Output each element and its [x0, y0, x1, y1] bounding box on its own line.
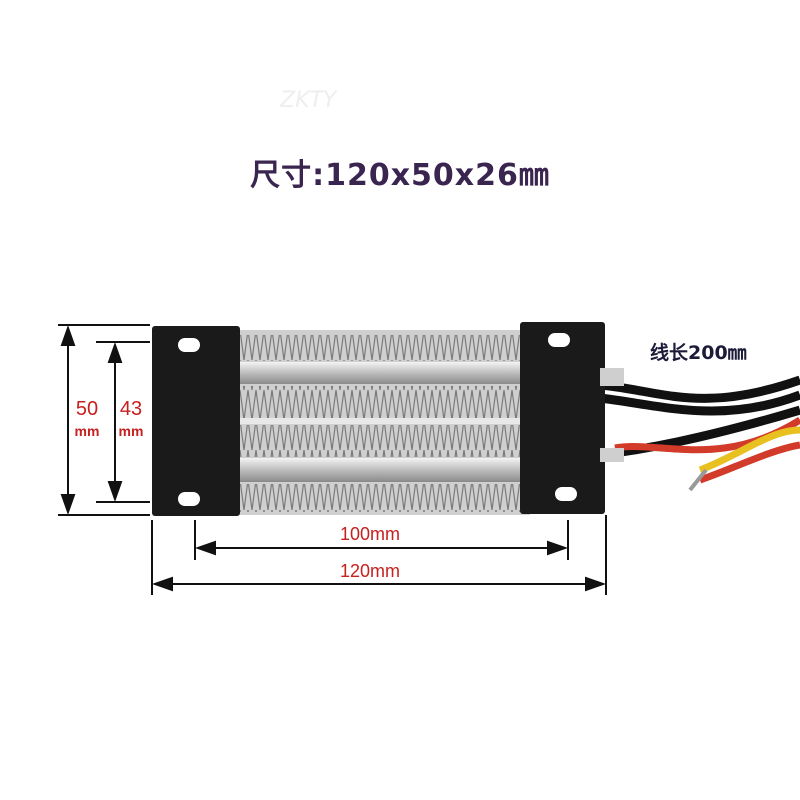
- height-outer-label: 50 mm: [70, 398, 104, 439]
- watermark: ZKTY: [280, 88, 337, 113]
- heating-fins: [230, 330, 530, 515]
- width-inner-label: 100mm: [339, 524, 401, 544]
- width-dimension-lines: [151, 515, 607, 595]
- height-inner-value: 43: [119, 398, 143, 420]
- right-mounting-bracket: [520, 322, 624, 514]
- height-outer-unit: mm: [74, 423, 100, 439]
- wire-length-label: 线长200㎜: [650, 342, 747, 364]
- width-outer-label: 120mm: [339, 561, 401, 581]
- lead-wires: [599, 375, 800, 492]
- height-inner-label: 43 mm: [114, 398, 148, 439]
- height-outer-value: 50: [75, 398, 99, 420]
- left-mounting-bracket: [152, 326, 240, 516]
- height-dimension-lines: [58, 324, 150, 516]
- height-inner-unit: mm: [118, 423, 144, 439]
- product-size-title: 尺寸:120x50x26㎜: [250, 158, 550, 193]
